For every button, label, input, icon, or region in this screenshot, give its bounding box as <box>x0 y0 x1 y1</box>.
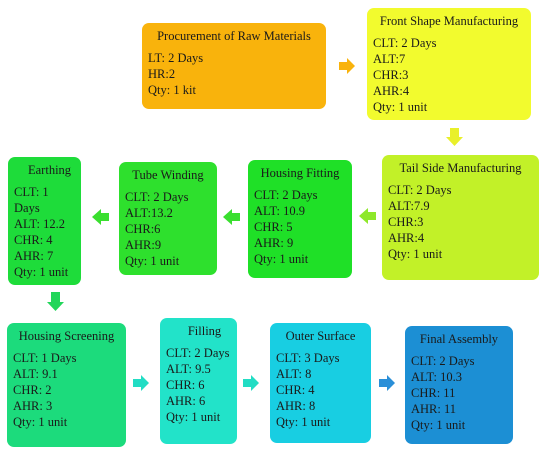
arrow-left-icon <box>92 209 109 225</box>
box-line: CLT: 2 Days <box>254 188 318 202</box>
arrow-shape <box>243 375 259 391</box>
box-line: Qty: 1 unit <box>373 100 428 114</box>
box-line: ALT: 12.2 <box>14 217 66 231</box>
box-line: LT: 2 Days <box>148 51 204 65</box>
box-line: Qty: 1 unit <box>14 265 69 279</box>
box-line: AHR:4 <box>388 231 425 245</box>
box-title: Outer Surface <box>285 329 356 343</box>
arrow-down-icon <box>446 128 463 146</box>
box-line: Qty: 1 unit <box>254 252 309 266</box>
arrow-left-icon <box>223 209 240 225</box>
process-box-filling: Filling CLT: 2 Days ALT: 9.5 CHR: 6 AHR:… <box>160 318 237 444</box>
arrow-right-icon <box>243 375 259 391</box>
box-title: Earthing <box>28 163 72 177</box>
box-line: ALT: 9.1 <box>13 367 58 381</box>
box-line: CHR: 6 <box>166 378 205 392</box>
box-line: CLT: 3 Days <box>276 351 340 365</box>
arrow-shape <box>47 292 64 311</box>
box-line: ALT: 10.9 <box>254 204 306 218</box>
box-line: Qty: 1 unit <box>388 247 443 261</box>
arrow-shape <box>359 208 376 224</box>
arrow-down-icon <box>47 292 64 311</box>
box-title: Final Assembly <box>419 332 499 346</box>
box-line: ALT:7 <box>373 52 406 66</box>
arrow-shape <box>133 375 149 391</box>
box-line: CHR: 11 <box>411 386 456 400</box>
box-title: Housing Screening <box>18 329 115 343</box>
box-line: CLT: 2 Days <box>373 36 437 50</box>
box-line: ALT: 10.3 <box>411 370 463 384</box>
box-line: AHR: 7 <box>14 249 54 263</box>
box-line: CLT: 2 Days <box>388 183 452 197</box>
box-line: CLT: 2 Days <box>125 190 189 204</box>
box-title: Front Shape Manufacturing <box>379 14 519 28</box>
box-line: AHR: 11 <box>411 402 457 416</box>
process-box-tube-winding: Tube Winding CLT: 2 Days ALT:13.2 CHR:6 … <box>119 162 217 275</box>
box-title: Housing Fitting <box>260 166 340 180</box>
arrow-shape <box>223 209 240 225</box>
box-line: Qty: 1 unit <box>13 415 68 429</box>
box-line: Qty: 1 unit <box>125 254 180 268</box>
process-box-housing-screening: Housing Screening CLT: 1 Days ALT: 9.1 C… <box>7 323 126 447</box>
box-line: CLT: 1 Days <box>13 351 77 365</box>
arrow-right-icon <box>133 375 149 391</box>
box-line: AHR: 9 <box>254 236 294 250</box>
process-box-housing-fitting: Housing Fitting CLT: 2 Days ALT: 10.9 CH… <box>248 160 352 278</box>
process-box-front-shape-manufacturing: Front Shape Manufacturing CLT: 2 Days AL… <box>367 8 531 120</box>
box-line: CHR: 4 <box>14 233 53 247</box>
box-line: CLT: 2 Days <box>411 354 475 368</box>
arrow-right-icon <box>379 375 395 391</box>
box-title: Tail Side Manufacturing <box>399 161 522 175</box>
box-line: Qty: 1 unit <box>411 418 466 432</box>
box-line: CHR: 5 <box>254 220 293 234</box>
box-line: AHR: 8 <box>276 399 316 413</box>
arrow-shape <box>92 209 109 225</box>
box-line: ALT:7.9 <box>388 199 430 213</box>
box-line: AHR:9 <box>125 238 162 252</box>
box-line: Qty: 1 unit <box>276 415 331 429</box>
box-line: Qty: 1 kit <box>148 83 196 97</box>
arrow-shape <box>446 128 463 146</box>
box-line: CLT: 1 Days <box>14 185 49 215</box>
box-line: CHR:6 <box>125 222 161 236</box>
arrow-shape <box>339 58 355 74</box>
process-box-outer-surface: Outer Surface CLT: 3 Days ALT: 8 CHR: 4 … <box>270 323 371 443</box>
box-line: CHR: 4 <box>276 383 315 397</box>
box-title: Filling <box>187 324 222 338</box>
process-box-tail-side-manufacturing: Tail Side Manufacturing CLT: 2 Days ALT:… <box>382 155 539 280</box>
box-line: ALT:13.2 <box>125 206 173 220</box>
box-line: CLT: 2 Days <box>166 346 230 360</box>
process-box-final-assembly: Final Assembly CLT: 2 Days ALT: 10.3 CHR… <box>405 326 513 444</box>
box-title: Tube Winding <box>132 168 204 182</box>
box-line: HR:2 <box>148 67 176 81</box>
process-box-procurement-raw-materials: Procurement of Raw Materials LT: 2 Days … <box>142 23 326 109</box>
box-line: CHR: 2 <box>13 383 52 397</box>
box-line: AHR: 3 <box>13 399 53 413</box>
box-title: Procurement of Raw Materials <box>157 29 311 43</box>
box-line: CHR:3 <box>388 215 424 229</box>
box-line: ALT: 9.5 <box>166 362 211 376</box>
arrow-right-icon <box>339 58 355 74</box>
box-line: Qty: 1 unit <box>166 410 221 424</box>
box-line: CHR:3 <box>373 68 409 82</box>
arrow-left-icon <box>359 208 376 224</box>
box-line: AHR:4 <box>373 84 410 98</box>
process-box-earthing: Earthing CLT: 1 Days ALT: 12.2 CHR: 4 AH… <box>8 157 81 285</box>
box-line: ALT: 8 <box>276 367 312 381</box>
box-line: AHR: 6 <box>166 394 206 408</box>
arrow-shape <box>379 375 395 391</box>
